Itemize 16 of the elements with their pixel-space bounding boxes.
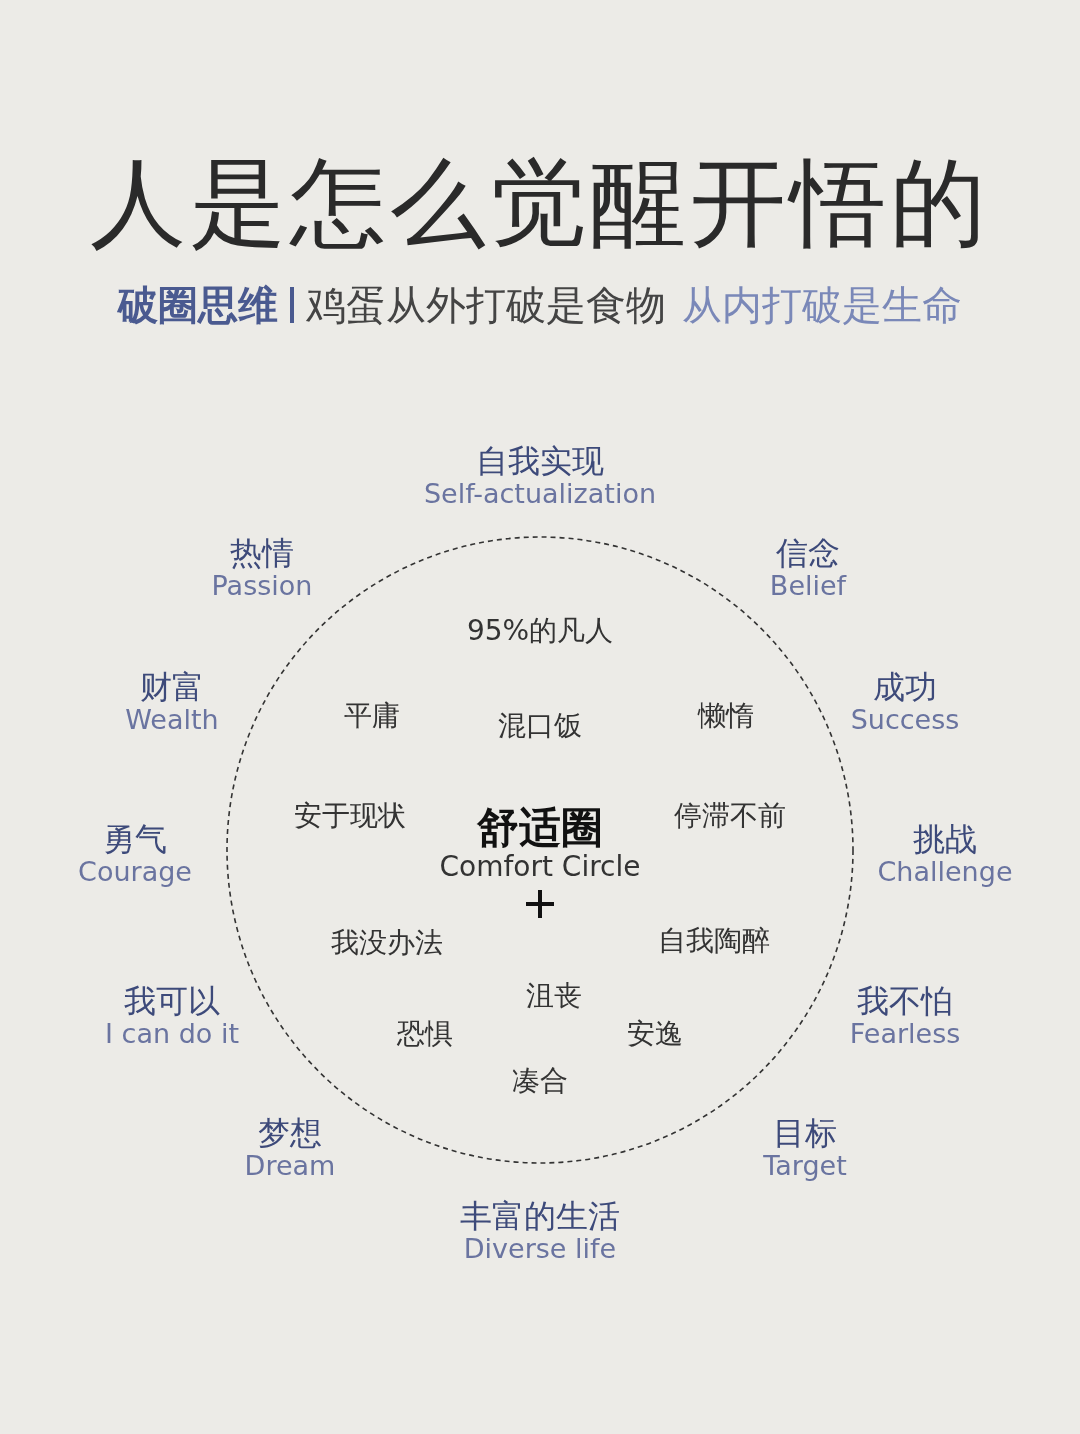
circle-word: 沮丧 xyxy=(526,978,582,1014)
circle-word: 95%的凡人 xyxy=(466,613,614,649)
circle-word: 平庸 xyxy=(344,698,400,734)
circle-word: 停滞不前 xyxy=(674,798,786,834)
title: 人是怎么觉醒开悟的 xyxy=(89,146,991,261)
subtitle-heading: 破圈思维 xyxy=(118,282,278,328)
circle-word: 我没办法 xyxy=(331,925,443,961)
circle-word: 恐惧 xyxy=(397,1016,453,1052)
circle-word: 安于现状 xyxy=(294,798,406,834)
circle-word: 混口饭 xyxy=(498,708,582,744)
circle-word: 凑合 xyxy=(512,1063,568,1099)
subtitle-text: 鸡蛋从外打破是食物 xyxy=(306,282,666,328)
circle-word: 懒惰 xyxy=(698,698,754,734)
circle-word: 自我陶醉 xyxy=(658,923,770,959)
subtitle-text: 从内打破是生命 xyxy=(682,282,962,328)
circle-word: 安逸 xyxy=(627,1016,683,1052)
